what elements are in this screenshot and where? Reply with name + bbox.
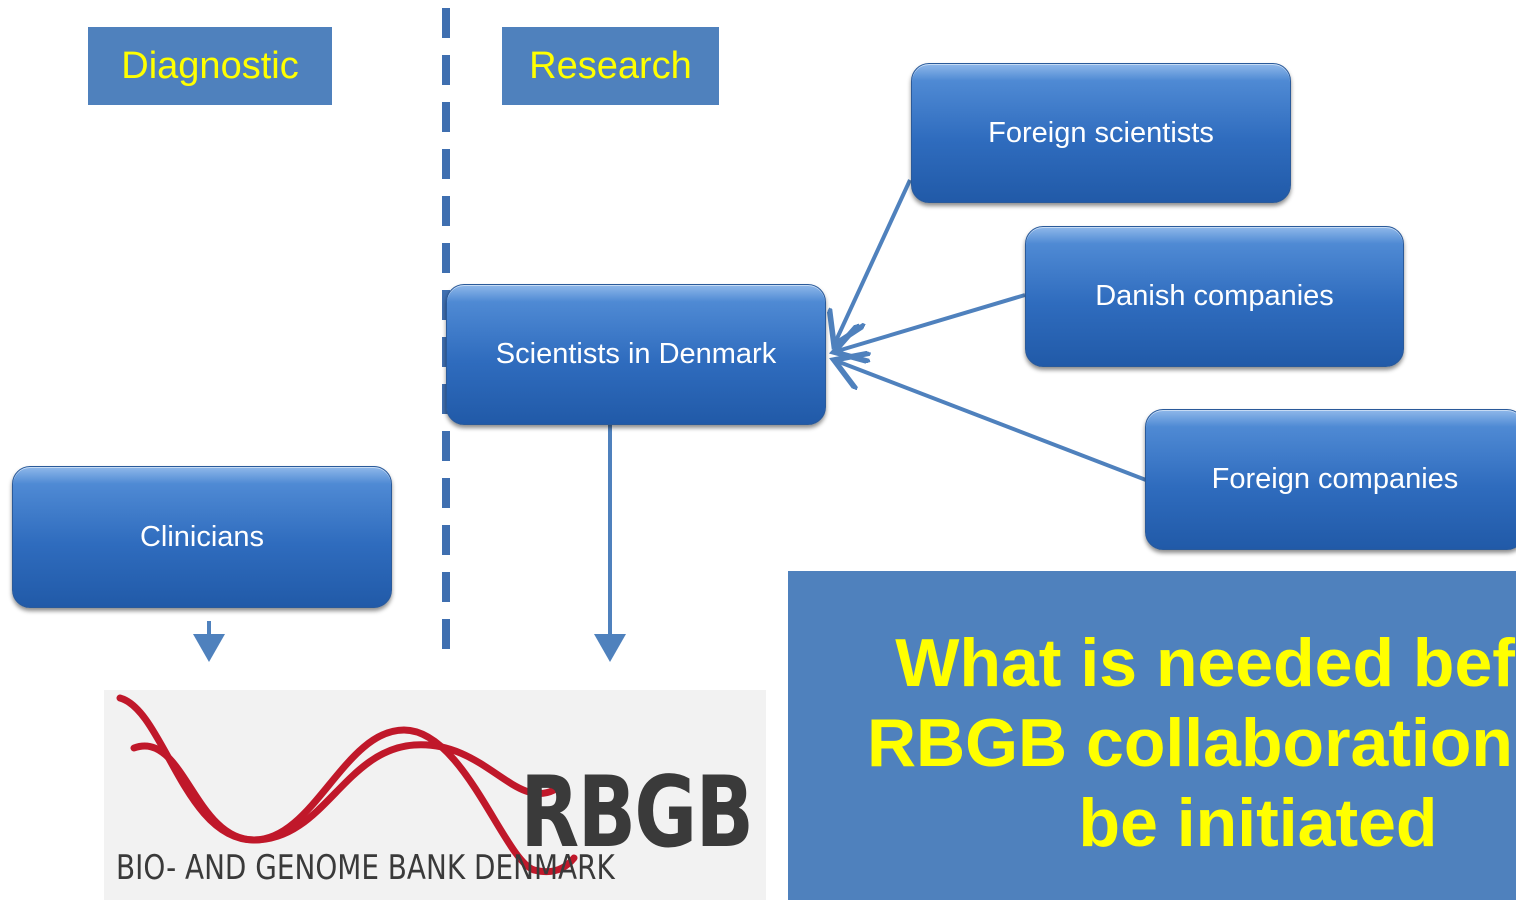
question-line-1: What is needed before <box>895 625 1516 701</box>
clinicians-text: Clinicians <box>139 520 265 553</box>
question-text: What is needed before RBGB collaboration… <box>818 623 1516 863</box>
research-label: Research <box>502 27 719 105</box>
clinicians-node: Clinicians <box>12 466 392 608</box>
logo-full-name: BIO- AND GENOME BANK DENMARK <box>116 848 615 888</box>
diagnostic-label: Diagnostic <box>88 27 332 105</box>
foreign-companies-node: Foreign companies <box>1145 409 1516 550</box>
arrow-foreign-scientists <box>834 179 912 345</box>
diagnostic-label-text: Diagnostic <box>121 44 299 87</box>
question-box: What is needed before RBGB collaboration… <box>788 571 1516 900</box>
rbgb-logo: RBGB BIO- AND GENOME BANK DENMARK <box>104 690 766 900</box>
foreign-companies-text: Foreign companies <box>1211 463 1459 495</box>
danish-companies-node: Danish companies <box>1025 226 1404 367</box>
scientists-denmark-node: Scientists in Denmark <box>446 284 826 425</box>
arrow-danish-companies <box>834 293 1026 352</box>
question-line-2: RBGB collaboration can <box>866 705 1516 781</box>
danish-companies-text: Danish companies <box>1095 280 1334 312</box>
question-line-3: be initiated <box>1078 785 1438 861</box>
scientists-denmark-text: Scientists in Denmark <box>495 338 777 370</box>
foreign-scientists-text: Foreign scientists <box>988 116 1214 149</box>
research-label-text: Research <box>529 44 692 87</box>
arrow-foreign-companies <box>834 360 1147 482</box>
foreign-scientists-node: Foreign scientists <box>911 63 1291 203</box>
logo-acronym: RBGB <box>520 756 753 870</box>
dna-helix-icon <box>116 694 578 876</box>
